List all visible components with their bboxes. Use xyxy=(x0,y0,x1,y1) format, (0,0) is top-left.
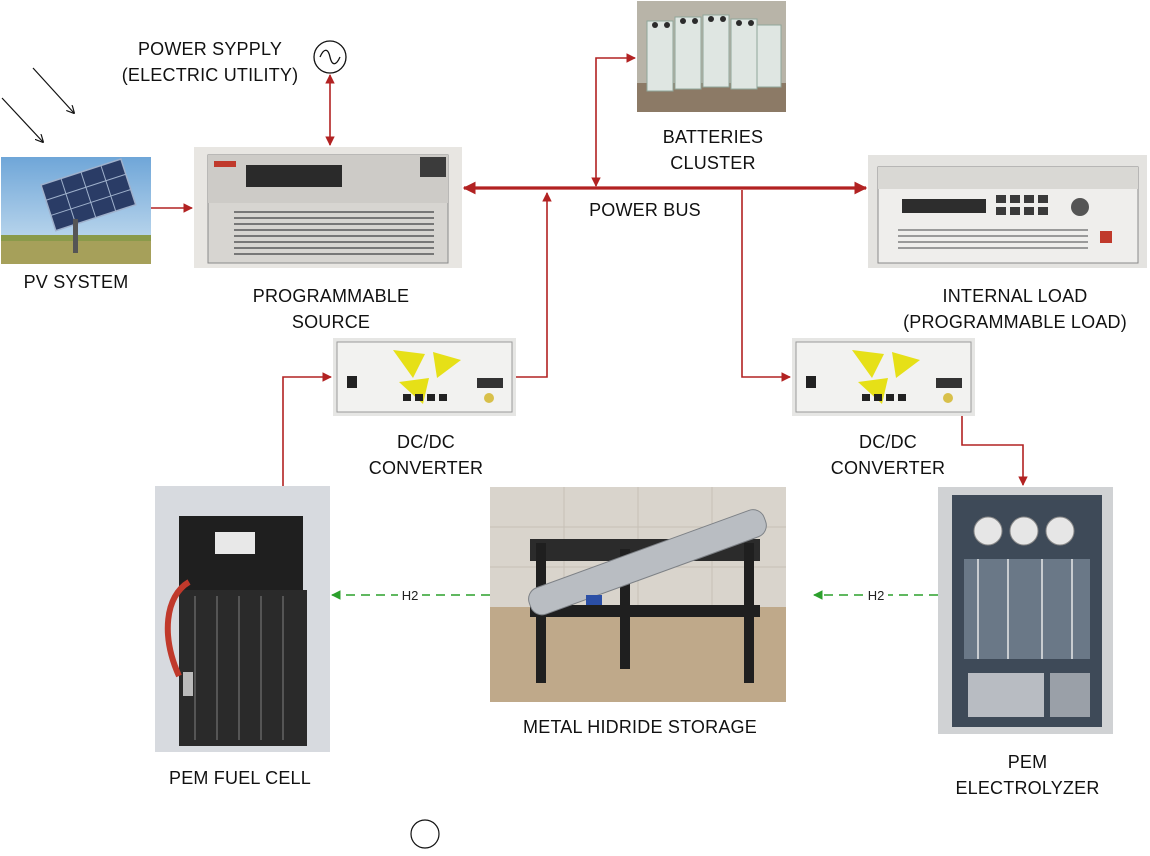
batteries-cluster-photo xyxy=(637,1,786,112)
power-bus-label: POWER BUS xyxy=(589,200,701,220)
dcdc-right-line2: CONVERTER xyxy=(830,458,946,478)
dcdc-right-line1: DC/DC xyxy=(859,432,917,452)
batteries-bus-line xyxy=(591,53,636,187)
power-supply-line2: (ELECTRIC UTILITY) xyxy=(121,65,299,85)
fuelcell-to-dcdc-line xyxy=(282,372,332,486)
internal-load-line1: INTERNAL LOAD xyxy=(942,286,1088,306)
h2-left-label: H2 xyxy=(402,588,419,603)
metal-hydride-label: METAL HIDRIDE STORAGE xyxy=(523,717,757,737)
programmable-source-line1: PROGRAMMABLE xyxy=(252,286,410,306)
decorative-circle xyxy=(410,819,440,849)
dcdc-left-line1: DC/DC xyxy=(397,432,455,452)
electrolyzer-line1: PEM xyxy=(1007,752,1048,772)
ac-source-icon xyxy=(313,40,347,74)
h2-right-label: H2 xyxy=(868,588,885,603)
dcdc-left-label: DC/DC CONVERTER xyxy=(336,429,516,481)
dcdc-left-line2: CONVERTER xyxy=(368,458,484,478)
pv-system-label: PV SYSTEM xyxy=(23,272,129,292)
dcdc-right-label: DC/DC CONVERTER xyxy=(798,429,978,481)
pem-electrolyzer-photo xyxy=(938,487,1113,734)
dcdc-to-electrolyzer-line xyxy=(961,416,1028,486)
programmable-source-photo xyxy=(194,147,462,268)
internal-load-line2: (PROGRAMMABLE LOAD) xyxy=(903,312,1127,332)
batteries-line1: BATTERIES xyxy=(662,127,764,147)
dcdc-converter-left-photo xyxy=(333,338,516,416)
dcdc-converter-right-photo xyxy=(792,338,975,416)
sun-rays-icon xyxy=(1,67,74,142)
internal-load-label: INTERNAL LOAD (PROGRAMMABLE LOAD) xyxy=(890,283,1140,335)
bus-to-dcdc-right-line xyxy=(741,190,791,382)
programmable-source-line2: SOURCE xyxy=(291,312,371,332)
programmable-source-label: PROGRAMMABLE SOURCE xyxy=(216,283,446,335)
fuel-cell-label: PEM FUEL CELL xyxy=(169,768,311,788)
metal-hydride-storage-photo xyxy=(490,487,786,702)
pv-system-photo xyxy=(1,157,151,264)
batteries-line2: CLUSTER xyxy=(670,153,756,173)
power-supply-line1: POWER SYPPLY xyxy=(137,39,283,59)
batteries-label: BATTERIES CLUSTER xyxy=(628,124,798,176)
dcdc-left-to-bus-line xyxy=(516,192,552,378)
internal-load-photo xyxy=(868,155,1147,268)
pem-fuel-cell-photo xyxy=(155,486,330,752)
electrolyzer-line2: ELECTROLYZER xyxy=(955,778,1100,798)
power-supply-label: POWER SYPPLY (ELECTRIC UTILITY) xyxy=(110,36,310,88)
electrolyzer-label: PEM ELECTROLYZER xyxy=(940,749,1115,801)
